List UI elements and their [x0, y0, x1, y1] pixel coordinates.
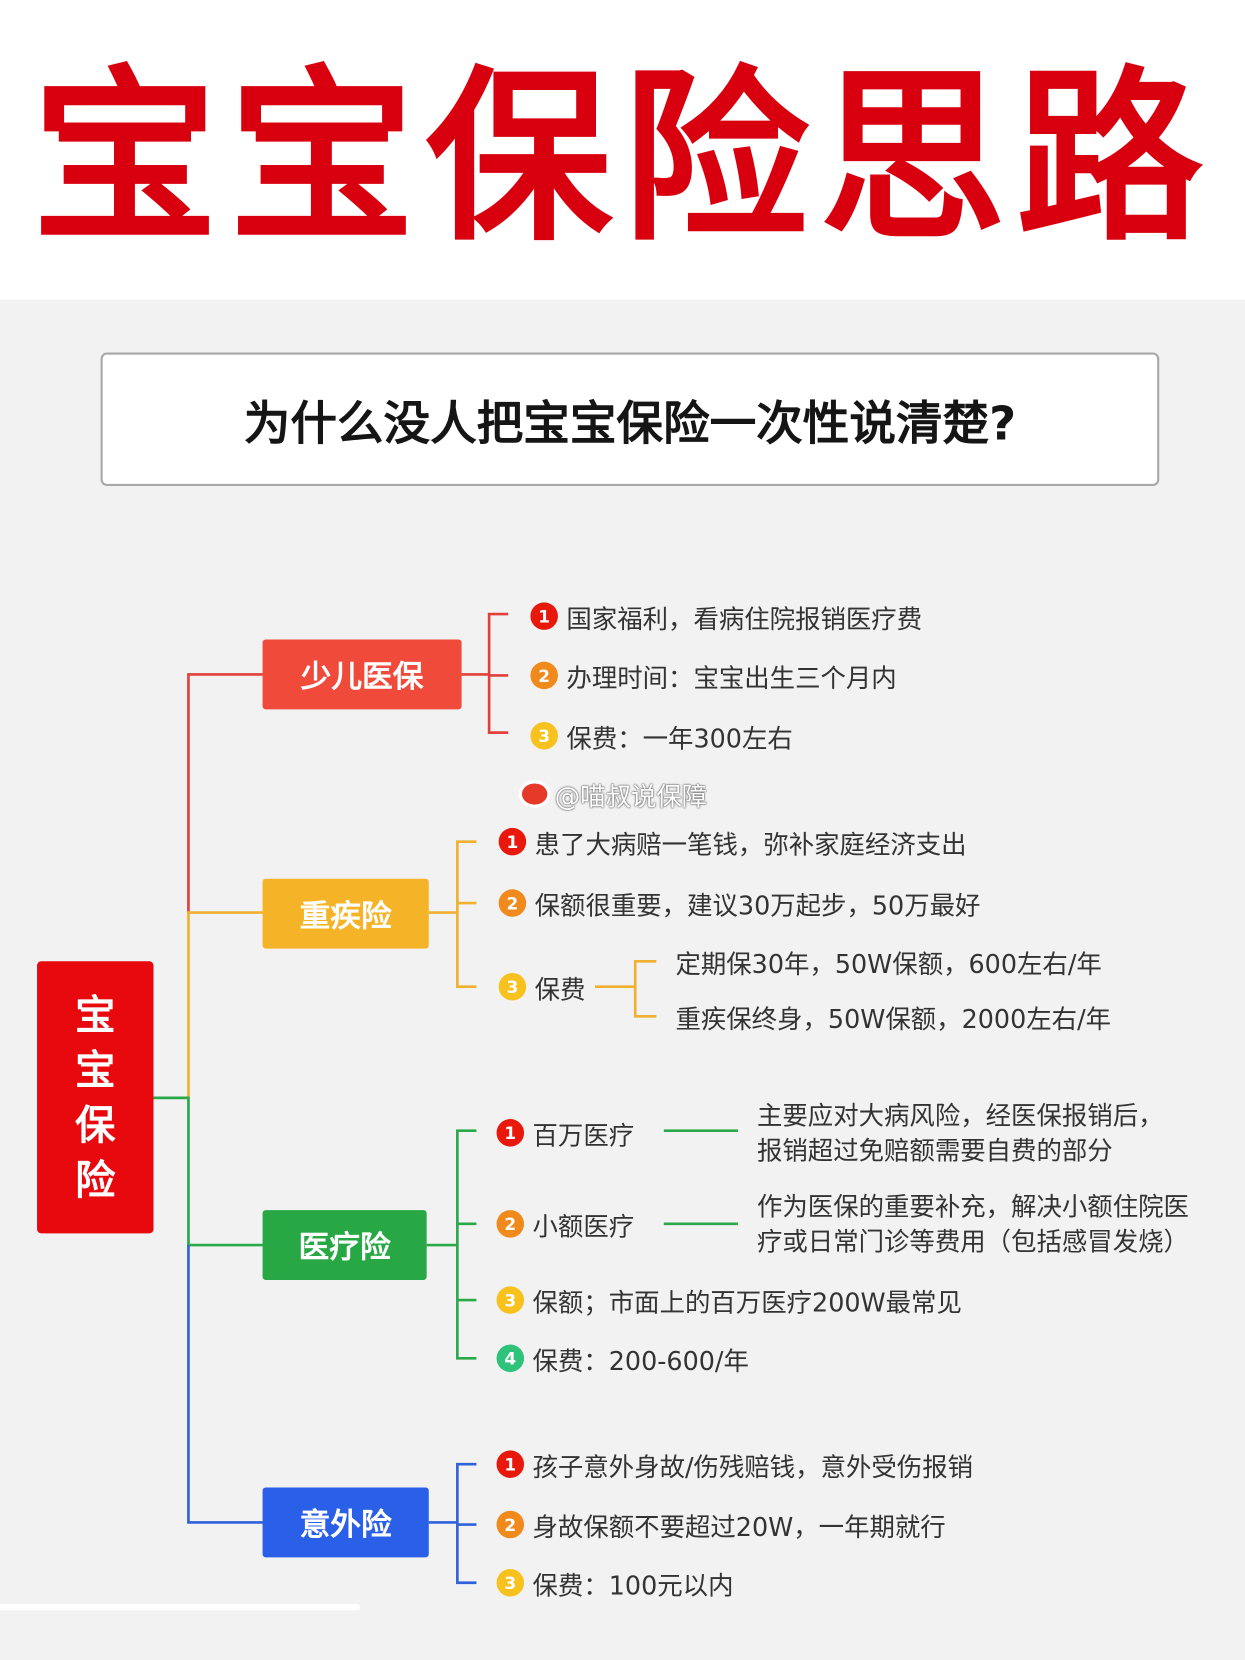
- item-text: 身故保额不要超过20W，一年期就行: [532, 1512, 946, 1542]
- bottom-divider: [0, 1603, 360, 1611]
- root-char: 险: [75, 1156, 116, 1204]
- number-badge: 2: [496, 1210, 525, 1238]
- item-text: 保额很重要，建议30万起步，50万最好: [534, 890, 981, 921]
- number-badge: 3: [496, 1568, 525, 1597]
- number-badge: 1: [498, 827, 527, 856]
- branch-accident: 意外险: [262, 1487, 429, 1558]
- item-text: 患了大病赔一笔钱，弥补家庭经济支出: [534, 829, 967, 860]
- desc-line: 疗或日常门诊等费用（包括感冒发烧）: [756, 1227, 1189, 1257]
- number-badge: 2: [498, 889, 527, 917]
- number-badge: 3: [496, 1286, 525, 1314]
- root-node: 宝 宝 保 险: [37, 961, 154, 1234]
- item-text: 保费：200-600/年: [532, 1346, 749, 1376]
- weibo-icon: [518, 780, 551, 808]
- branch-critical-illness: 重疾险: [262, 878, 429, 949]
- poster-title: 宝宝保险思路: [31, 49, 1214, 267]
- number-badge: 1: [530, 602, 558, 630]
- branch-child-care: 少儿医保: [262, 639, 462, 710]
- title-banner: [0, 0, 1245, 300]
- list-item: 1 国家福利，看病住院报销医疗费: [530, 598, 922, 634]
- number-badge: 2: [530, 661, 558, 690]
- number-badge: 3: [530, 722, 558, 750]
- list-item: 3 保费：一年300左右: [530, 718, 793, 754]
- item-text: 国家福利，看病住院报销医疗费: [566, 603, 923, 634]
- question-box: 为什么没人把宝宝保险一次性说清楚?: [100, 352, 1160, 486]
- item-description: 作为医保的重要补充，解决小额住院医疗或日常门诊等费用（包括感冒发烧）: [757, 1190, 1189, 1260]
- item-description: 主要应对大病风险，经医保报销后， 报销超过免赔额需要自费的部分: [757, 1099, 1164, 1169]
- root-char: 宝: [75, 1046, 116, 1094]
- root-char: 宝: [75, 991, 116, 1039]
- item-text: 保费：100元以内: [532, 1570, 734, 1601]
- branch-line-critical: [187, 840, 657, 1098]
- number-badge: 3: [498, 972, 527, 1001]
- item-text: 孩子意外身故/伤残赔钱，意外受伤报销: [532, 1452, 974, 1482]
- branch-line-medical: [153, 1096, 738, 1360]
- desc-line: 报销超过免赔额需要自费的部分: [756, 1135, 1113, 1166]
- number-badge: 1: [496, 1119, 525, 1147]
- item-text: 保费：一年300左右: [566, 723, 793, 754]
- item-text: 办理时间：宝宝出生三个月内: [566, 663, 897, 693]
- branch-medical: 医疗险: [262, 1210, 427, 1280]
- item-text: 保费: [534, 974, 586, 1005]
- number-badge: 2: [496, 1510, 525, 1539]
- number-badge: 1: [496, 1450, 525, 1478]
- list-item: 2 办理时间：宝宝出生三个月内: [530, 657, 897, 693]
- watermark: @喵叔说保障: [518, 776, 708, 812]
- branch-line-child-care: [187, 612, 509, 913]
- desc-line: 作为医保的重要补充，解决小额住院医: [756, 1192, 1189, 1222]
- watermark-text: @喵叔说保障: [554, 781, 708, 812]
- sub-item: 重疾保终身，50W保额，2000左右/年: [675, 1004, 1112, 1034]
- number-badge: 4: [496, 1344, 525, 1373]
- desc-line: 主要应对大病风险，经医保报销后，: [756, 1101, 1164, 1131]
- branch-line-accident: [187, 1245, 477, 1585]
- item-text: 百万医疗: [532, 1120, 635, 1151]
- sub-item: 定期保30年，50W保额，600左右/年: [675, 949, 1102, 979]
- item-text: 小额医疗: [532, 1211, 635, 1242]
- item-text: 保额；市面上的百万医疗200W最常见: [532, 1287, 962, 1318]
- root-char: 保: [75, 1101, 116, 1149]
